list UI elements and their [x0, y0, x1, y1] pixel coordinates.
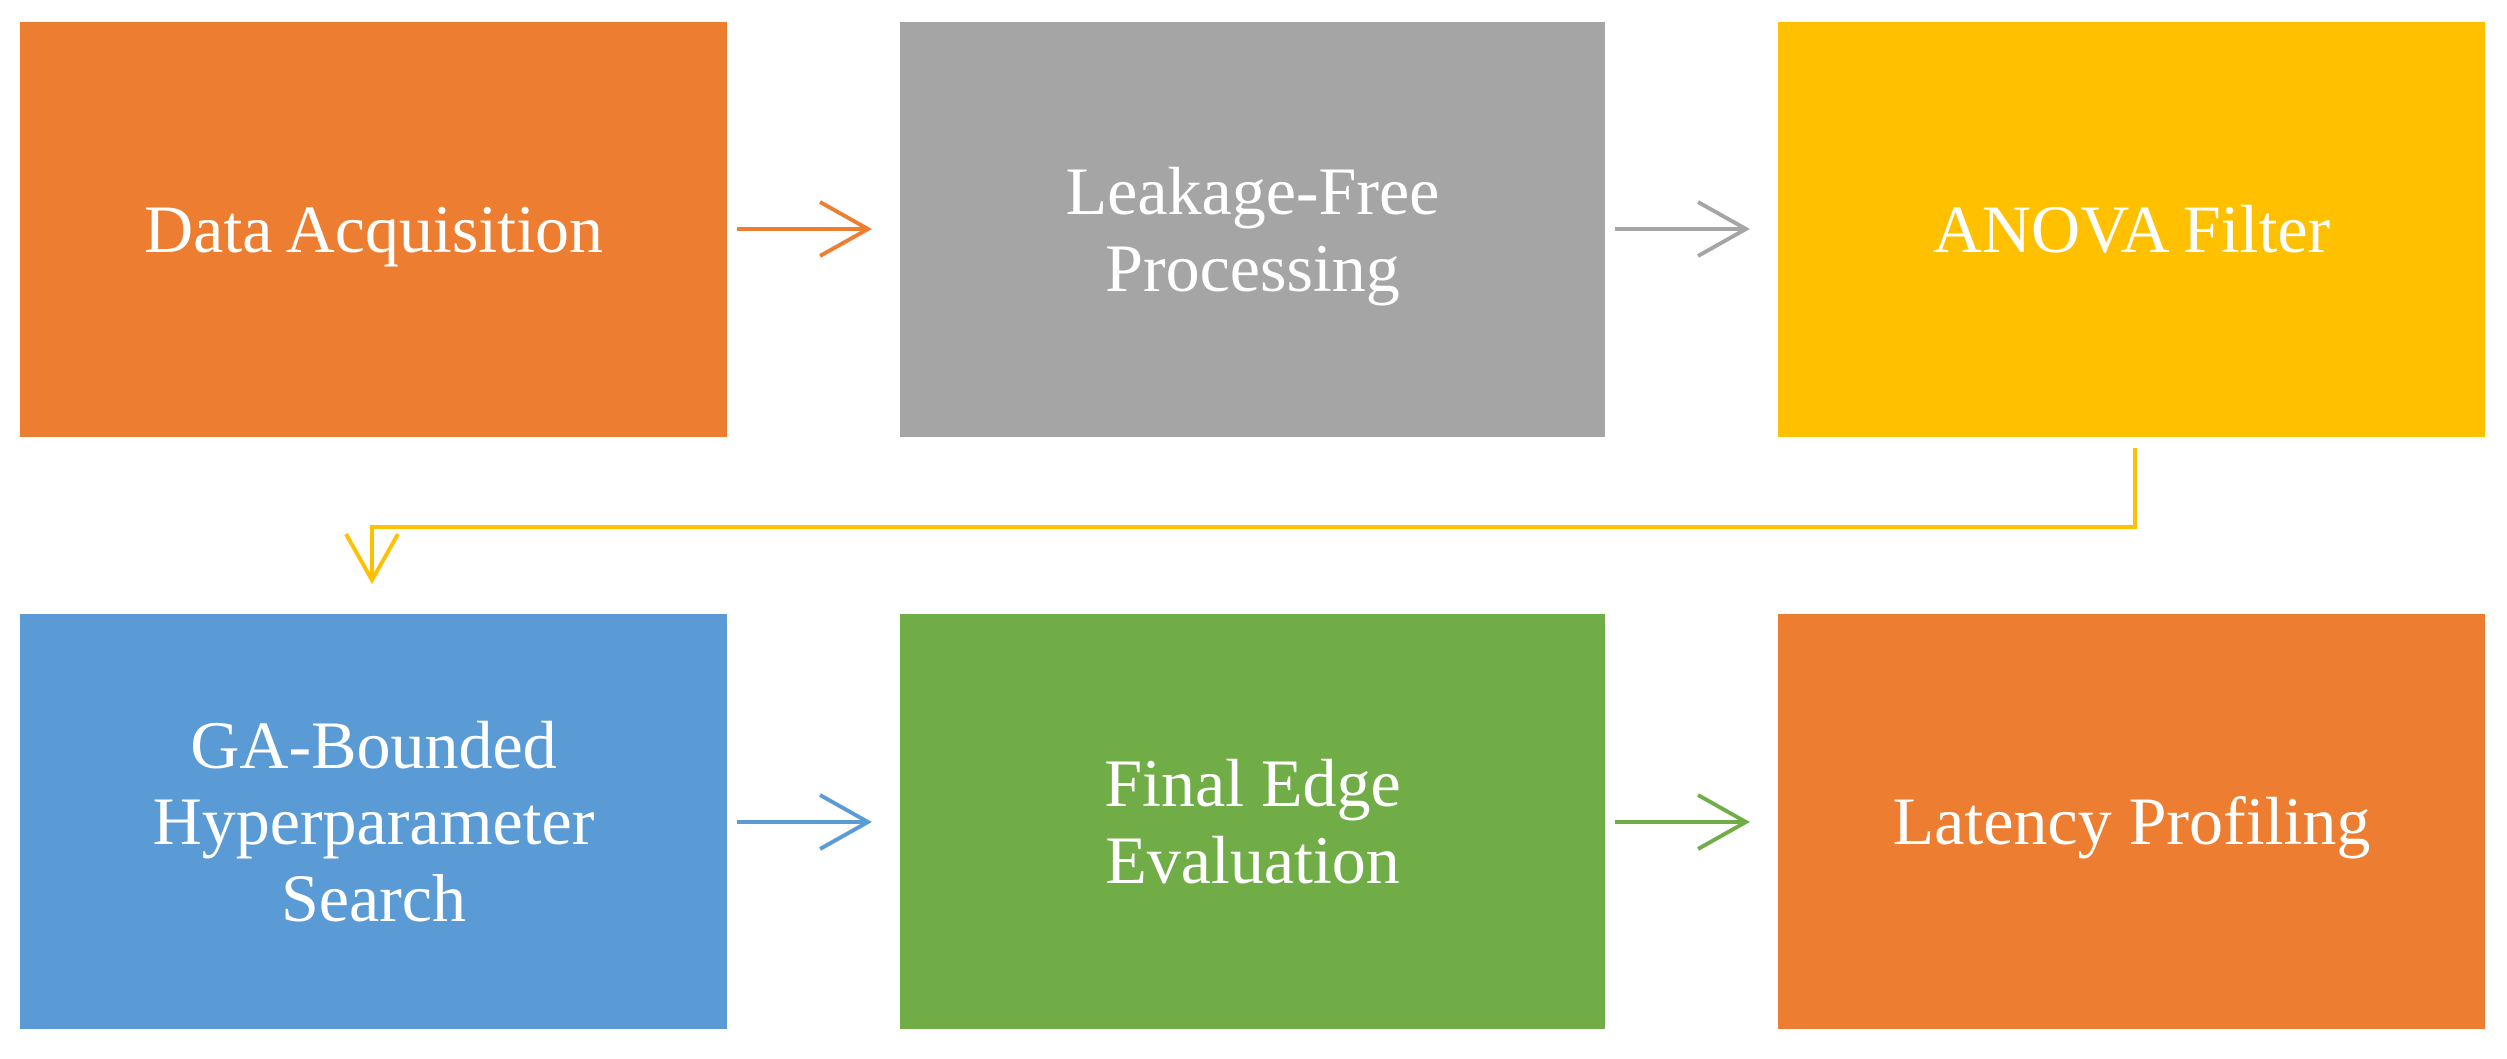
step-ga-bounded-search: GA-Bounded Hyperparameter Search [20, 614, 727, 1029]
step-label-line: Data Acquisition [144, 191, 603, 268]
step-latency-profiling: Latency Profiling [1778, 614, 2485, 1029]
step-label-line: GA-Bounded [190, 707, 557, 784]
arrow-data-acquisition-to-processing [737, 200, 873, 258]
arrow-ga-search-to-evaluation [737, 793, 873, 851]
step-label-line: ANOVA Filter [1932, 191, 2331, 268]
step-label-line: Processing [1105, 229, 1400, 306]
step-final-edge-evaluation: Final Edge Evaluation [900, 614, 1605, 1029]
arrow-processing-to-anova [1615, 200, 1751, 258]
step-leakage-free-processing: Leakage-Free Processing [900, 22, 1605, 437]
step-label-line: Latency Profiling [1892, 783, 2371, 860]
step-label-line: Leakage-Free [1065, 153, 1440, 230]
arrow-anova-to-ga-search [344, 448, 2137, 585]
step-label-line: Search [280, 859, 466, 936]
step-label-line: Final Edge [1104, 745, 1401, 822]
step-label-line: Evaluation [1105, 821, 1400, 898]
step-label-line: Hyperparameter [152, 783, 595, 860]
step-data-acquisition: Data Acquisition [20, 22, 727, 437]
arrow-evaluation-to-latency [1615, 793, 1751, 851]
step-anova-filter: ANOVA Filter [1778, 22, 2485, 437]
